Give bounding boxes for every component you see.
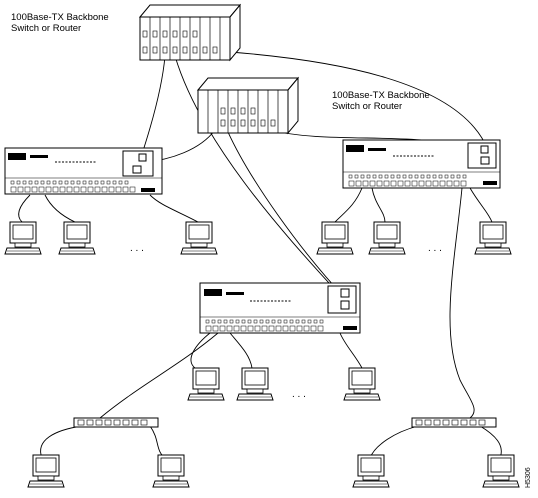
workstation-bottom-right-2	[482, 454, 520, 488]
ellipsis-right: . . .	[428, 243, 442, 254]
workstation-left-1	[4, 221, 42, 255]
hub-right	[411, 417, 497, 428]
workstation-right-1	[316, 221, 354, 255]
workstation-right-2	[368, 221, 406, 255]
ellipsis-left: . . .	[130, 243, 144, 254]
ellipsis-middle: . . .	[292, 389, 306, 400]
workstation-bottom-left-1	[27, 454, 65, 488]
backbone-1-label-line1: 100Base-TX Backbone	[11, 12, 109, 23]
workstation-mid-1	[187, 367, 225, 401]
workstation-bottom-left-2	[152, 454, 190, 488]
cables	[18, 51, 502, 459]
workstation-mid-3	[343, 367, 381, 401]
workstation-left-3	[180, 221, 218, 255]
workstation-mid-2	[236, 367, 274, 401]
backbone-2-label-line1: 100Base-TX Backbone	[332, 90, 430, 101]
workgroup-switch-right	[342, 139, 501, 189]
backbone-1-label-line2: Switch or Router	[11, 23, 82, 34]
workstation-left-2	[58, 221, 96, 255]
workstation-bottom-right-1	[352, 454, 390, 488]
backbone-switch-1	[138, 3, 242, 62]
workgroup-switch-middle	[199, 282, 361, 334]
backbone-2-label-line2: Switch or Router	[332, 101, 403, 112]
backbone-1-label: 100Base-TX Backbone Switch or Router	[11, 12, 109, 34]
figure-id: H5306	[525, 467, 532, 488]
workgroup-switch-left	[4, 147, 163, 195]
workstation-right-3	[474, 221, 512, 255]
backbone-2-label: 100Base-TX Backbone Switch or Router	[332, 90, 430, 112]
backbone-switch-2	[196, 76, 300, 135]
hub-left	[73, 417, 159, 428]
